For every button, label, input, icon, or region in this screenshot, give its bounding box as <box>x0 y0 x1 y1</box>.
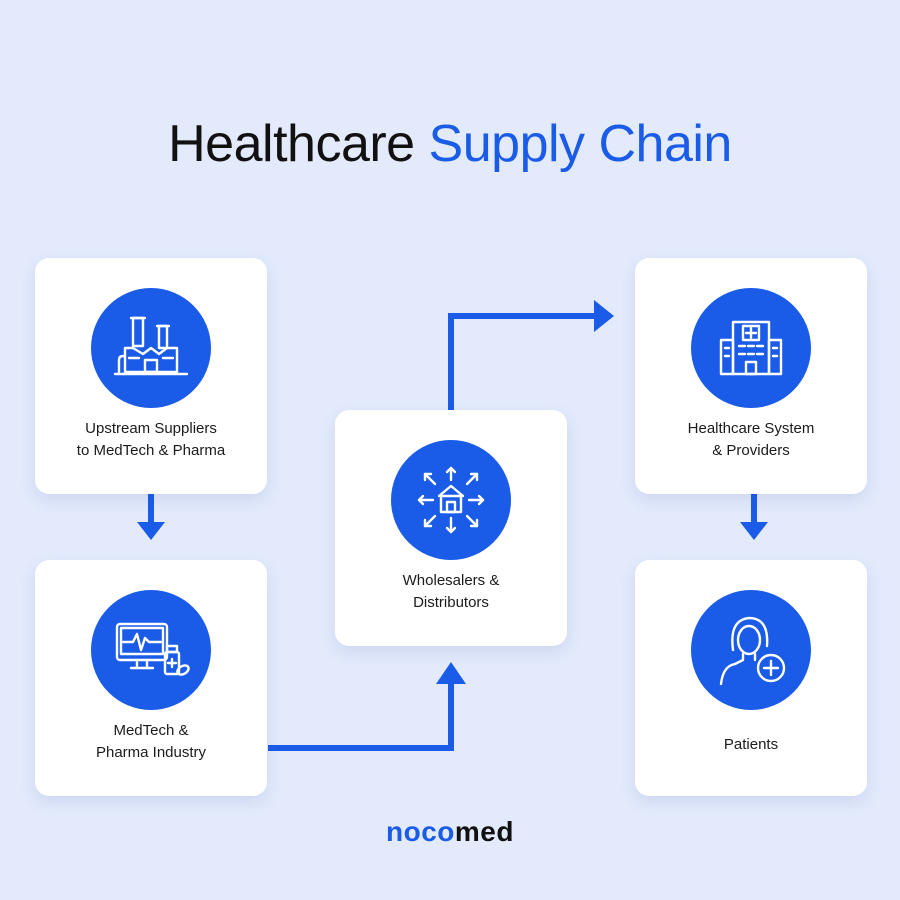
arrowhead-down-left <box>137 522 165 540</box>
node-healthcare-system-providers: Healthcare System & Providers <box>635 258 867 494</box>
title-part-dark: Healthcare <box>168 115 415 173</box>
connector-wholesale-to-system <box>448 313 598 410</box>
icon-circle <box>691 590 811 710</box>
node-wholesalers-distributors: Wholesalers & Distributors <box>335 410 567 646</box>
factory-icon <box>113 316 189 376</box>
node-label-line: Pharma Industry <box>95 744 207 761</box>
node-label: MedTech & Pharma Industry <box>45 720 257 764</box>
node-label: Patients <box>645 734 857 756</box>
page-title: Healthcare Supply Chain <box>0 112 900 176</box>
node-label-line: Distributors <box>413 594 489 611</box>
brand-part-noco: noco <box>386 816 455 847</box>
icon-circle <box>691 288 811 408</box>
arrowhead-down-right <box>740 522 768 540</box>
icon-circle <box>391 440 511 560</box>
brand-part-med: med <box>454 816 514 847</box>
medical-monitor-icon <box>115 622 190 676</box>
node-label-line: Healthcare System <box>687 420 815 437</box>
node-label-line: to MedTech & Pharma <box>76 442 226 459</box>
arrowhead-right-top <box>594 300 614 332</box>
brand-logo: nocomed <box>0 812 900 852</box>
title-part-accent: Supply Chain <box>428 115 733 173</box>
connector-industry-to-wholesale <box>268 684 454 751</box>
hospital-icon <box>719 320 783 376</box>
node-label-line: & Providers <box>712 442 790 459</box>
node-label: Healthcare System & Providers <box>645 418 857 462</box>
node-medtech-pharma-industry: MedTech & Pharma Industry <box>35 560 267 796</box>
icon-circle <box>91 288 211 408</box>
node-label-line: Wholesalers & <box>402 572 500 589</box>
distribution-house-icon <box>417 466 485 534</box>
node-patients: Patients <box>635 560 867 796</box>
patient-plus-icon <box>719 616 786 686</box>
node-label: Upstream Suppliers to MedTech & Pharma <box>45 418 257 462</box>
node-upstream-suppliers: Upstream Suppliers to MedTech & Pharma <box>35 258 267 494</box>
arrowhead-up-center <box>436 662 466 684</box>
icon-circle <box>91 590 211 710</box>
node-label: Wholesalers & Distributors <box>345 570 557 614</box>
node-label-line: Patients <box>723 736 779 753</box>
node-label-line: MedTech & <box>113 722 189 739</box>
node-label-line: Upstream Suppliers <box>85 420 217 437</box>
